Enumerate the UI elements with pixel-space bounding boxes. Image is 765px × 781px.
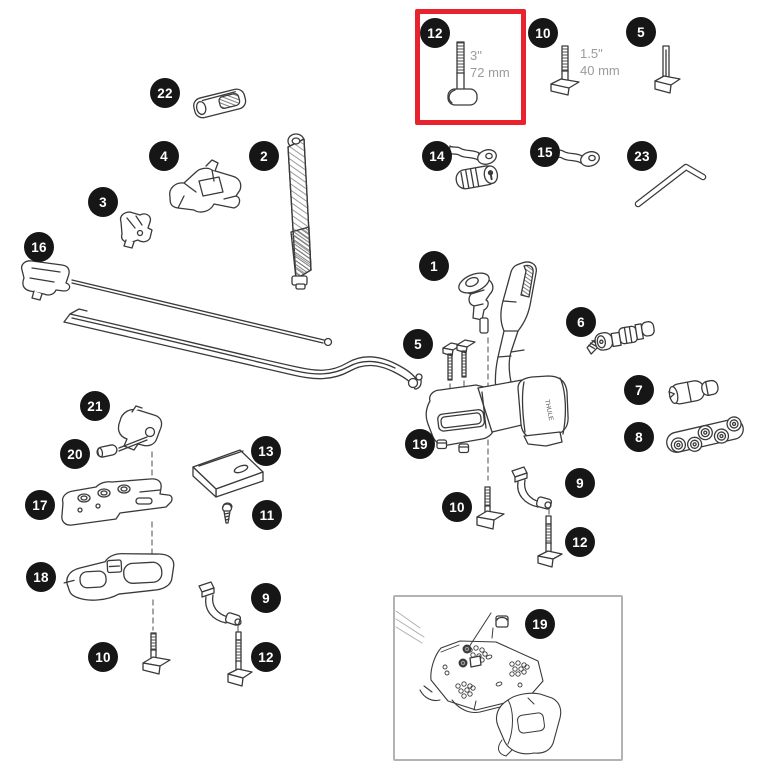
thule-logo: THULE: [543, 399, 554, 422]
part-badge-17[interactable]: 17: [25, 490, 55, 520]
part-20-pin-drawing: [96, 444, 118, 458]
part-badge-18[interactable]: 18: [26, 562, 56, 592]
part-6-knob-axle-drawing: [586, 321, 655, 355]
part-9-center-hook-drawing: [511, 466, 553, 510]
part-badge-23[interactable]: 23: [627, 141, 657, 171]
part-12-left-tbolt-drawing: [227, 631, 253, 687]
part-badge-20[interactable]: 20: [60, 439, 90, 469]
part-badge-5-center[interactable]: 5: [403, 329, 433, 359]
part-12-size-label: 3" 72 mm: [470, 48, 510, 82]
part-19-nut-caps-drawing: [436, 439, 470, 454]
part-4-clamp-drawing: [169, 159, 242, 213]
part-5-tbolt-drawing: [654, 45, 681, 94]
part-badge-2[interactable]: 2: [249, 141, 279, 171]
part-badge-12-left[interactable]: 12: [251, 642, 281, 672]
part-badge-10-center[interactable]: 10: [442, 492, 472, 522]
part-badge-7[interactable]: 7: [624, 375, 654, 405]
part-9-left-hook-drawing: [198, 581, 242, 626]
part-badge-10-top[interactable]: 10: [528, 18, 558, 48]
part-badge-13[interactable]: 13: [251, 436, 281, 466]
part-22-sleeve-drawing: [193, 88, 247, 119]
part-10-tbolt-40mm-drawing: [550, 45, 580, 96]
part-badge-9-center[interactable]: 9: [565, 468, 595, 498]
part-12-size-mm: 72 mm: [470, 64, 510, 80]
wheel-tray-rail-drawing: [63, 308, 423, 390]
part-17-adapter-plate-drawing: [61, 478, 173, 526]
part-10-center-tbolt-drawing: [476, 486, 505, 530]
part-1-lever-drawing: [458, 272, 494, 334]
part-badge-5-top[interactable]: 5: [626, 17, 656, 47]
part-10-size-mm: 40 mm: [580, 62, 620, 78]
part-badge-10-left[interactable]: 10: [88, 642, 118, 672]
part-badge-11[interactable]: 11: [252, 500, 282, 530]
part-8-adapter-set-drawing: [666, 416, 744, 453]
part-12-tbolt-72mm-drawing: [447, 41, 478, 106]
part-13-wedge-block-drawing: [192, 449, 264, 498]
part-badge-12-highlighted[interactable]: 12: [420, 18, 450, 48]
part-14-lock-cylinder-key-drawing: [448, 145, 499, 190]
part-badge-8[interactable]: 8: [624, 422, 654, 452]
part-23-hex-wrench-drawing: [634, 163, 707, 208]
highlight-box-part-12: [415, 9, 526, 125]
part-7-adapter-sleeve-drawing: [668, 379, 719, 405]
part-10-size-label: 1.5" 40 mm: [580, 46, 620, 80]
part-badge-1[interactable]: 1: [419, 251, 449, 281]
part-badge-14[interactable]: 14: [422, 141, 452, 171]
part-badge-9-left[interactable]: 9: [251, 583, 281, 613]
main-clamp-assembly-drawing: THULE: [425, 261, 569, 447]
part-badge-19-inset[interactable]: 19: [525, 609, 555, 639]
part-badge-3[interactable]: 3: [88, 187, 118, 217]
inset-detail-drawing: [395, 610, 562, 757]
part-badge-21[interactable]: 21: [80, 391, 110, 421]
part-3-bracket-drawing: [119, 211, 153, 249]
part-badge-12-center[interactable]: 12: [565, 527, 595, 557]
part-5-center-tbolts-drawing: [442, 339, 476, 381]
part-badge-16[interactable]: 16: [24, 232, 54, 262]
part-12-size-inches: 3": [470, 48, 482, 63]
part-21-hook-lever-drawing: [117, 405, 163, 452]
part-12-center-tbolt-drawing: [537, 515, 563, 568]
part-badge-6[interactable]: 6: [566, 307, 596, 337]
part-18-frame-bracket-drawing: [63, 552, 175, 601]
part-10-left-tbolt-drawing: [142, 632, 171, 675]
part-badge-19-center[interactable]: 19: [405, 429, 435, 459]
part-badge-4[interactable]: 4: [149, 141, 179, 171]
inset-detail-box: [393, 595, 623, 761]
part-10-size-inches: 1.5": [580, 46, 603, 61]
part-badge-22[interactable]: 22: [150, 78, 180, 108]
part-11-screw-drawing: [221, 502, 233, 524]
part-2-wheel-strap-drawing: [287, 133, 312, 290]
part-16-endcap-cable-drawing: [20, 260, 333, 347]
part-badge-15[interactable]: 15: [530, 137, 560, 167]
